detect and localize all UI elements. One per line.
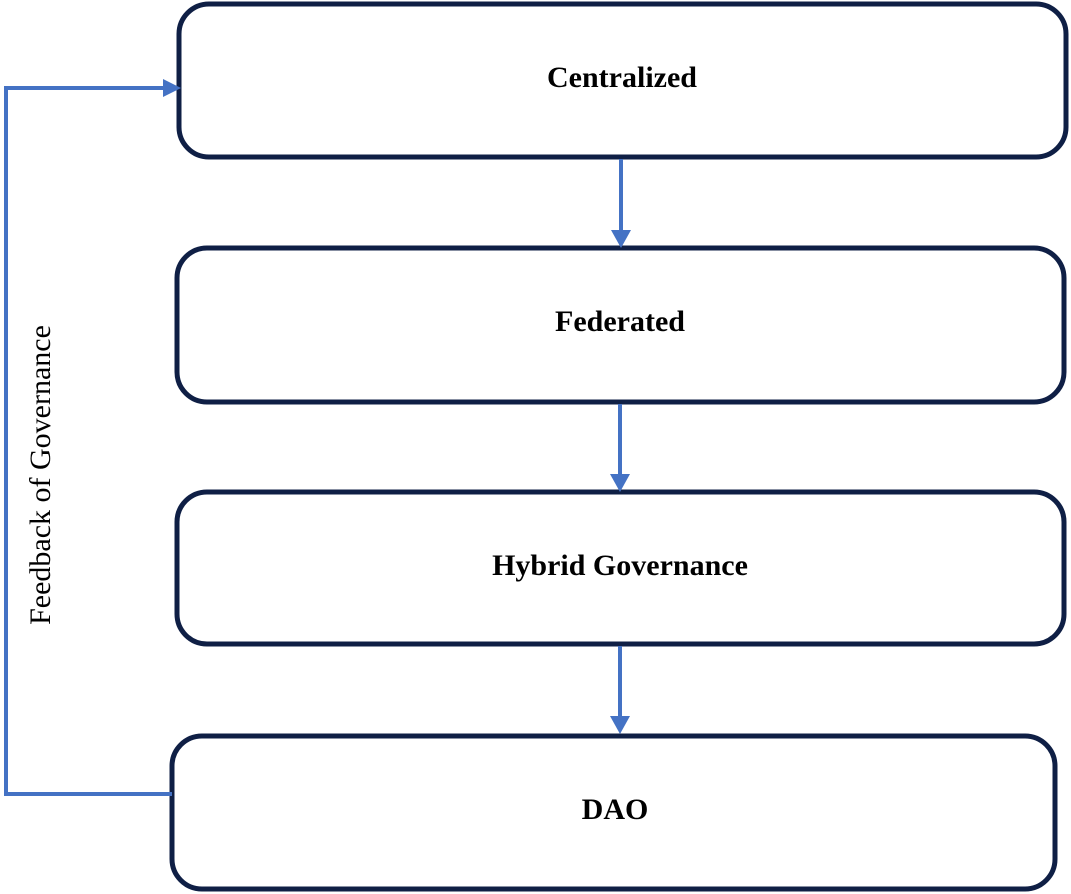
arrow-hybrid-to-dao [610,646,630,734]
arrow-federated-to-hybrid [610,404,630,492]
node-hybrid-label: Hybrid Governance [492,549,748,582]
arrow-centralized-to-federated [611,159,631,248]
node-federated-box [174,245,1067,405]
arrow-hybrid-to-dao-head [610,716,630,734]
feedback-loop-head [163,79,181,97]
node-federated: Federated [174,245,1067,405]
feedback-loop-arrow [4,79,181,796]
node-hybrid: Hybrid Governance [174,489,1067,647]
feedback-label: Feedback of Governance [24,325,57,625]
node-centralized: Centralized [176,1,1069,160]
feedback-loop-line [4,86,172,796]
node-hybrid-box [174,489,1067,647]
node-dao: DAO [169,733,1058,892]
node-federated-label: Federated [555,305,685,338]
node-centralized-box [176,1,1069,160]
node-dao-label: DAO [582,793,649,826]
arrow-federated-to-hybrid-head [610,474,630,492]
node-dao-box [169,733,1058,892]
node-centralized-label: Centralized [547,61,697,94]
arrow-centralized-to-federated-head [611,230,631,248]
